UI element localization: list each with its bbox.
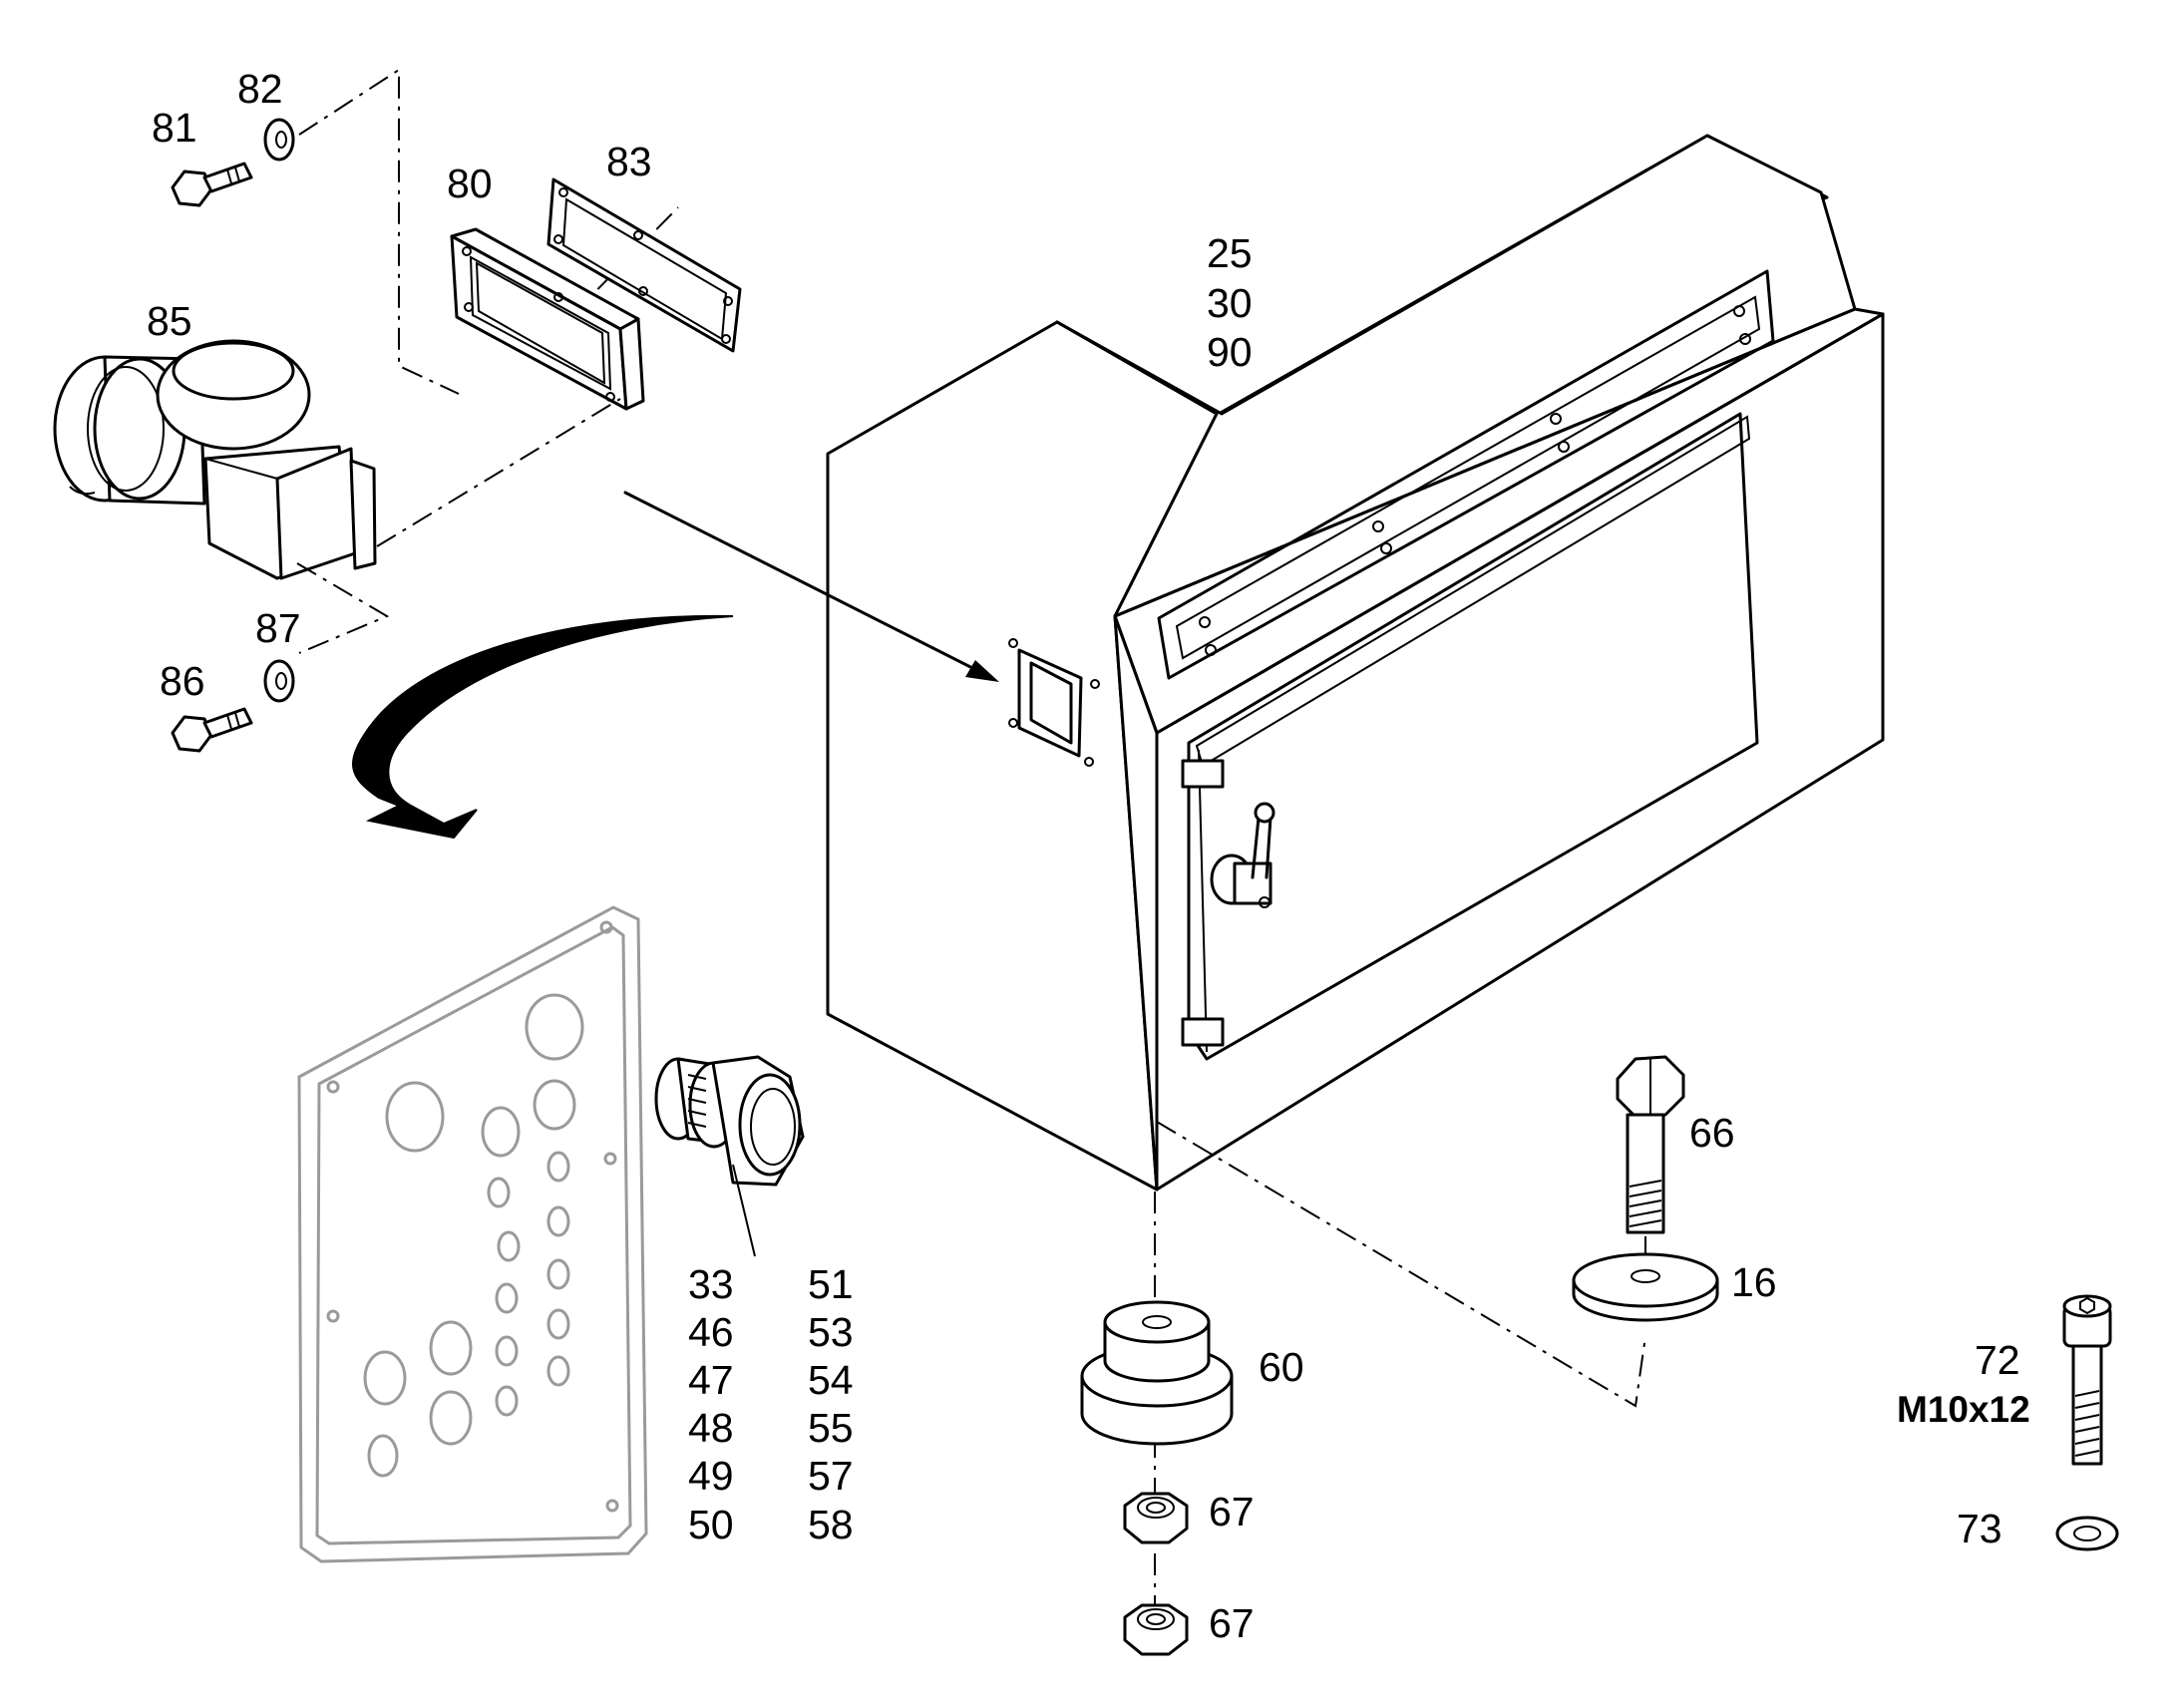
label-col2-0: 51 xyxy=(808,1261,854,1307)
label-col1-2: 47 xyxy=(688,1357,734,1403)
nut-67-upper xyxy=(1123,1492,1189,1544)
door xyxy=(1187,412,1759,1061)
bolt-86 xyxy=(171,707,253,753)
label-col2-1: 53 xyxy=(808,1309,854,1355)
label-col2-5: 58 xyxy=(808,1502,854,1547)
washer-16 xyxy=(1572,1252,1719,1322)
label-80: 80 xyxy=(447,161,493,206)
label-90: 90 xyxy=(1207,329,1253,375)
label-col2-3: 55 xyxy=(808,1405,854,1451)
washer-73 xyxy=(2055,1516,2119,1551)
label-m10x12: M10x12 xyxy=(1897,1389,2030,1430)
bolt-81 xyxy=(171,162,253,207)
label-25: 25 xyxy=(1207,230,1253,276)
label-85: 85 xyxy=(147,298,192,344)
label-16: 16 xyxy=(1731,1259,1777,1305)
cable-entry-opening xyxy=(1008,638,1100,767)
bolt-66 xyxy=(1616,1055,1685,1234)
label-83: 83 xyxy=(606,139,652,184)
frame-80 xyxy=(450,227,645,411)
assembly-line-82 xyxy=(298,68,460,395)
plug-connector-85 xyxy=(53,339,377,580)
label-67-upper: 67 xyxy=(1209,1489,1255,1535)
label-81: 81 xyxy=(152,105,197,151)
label-86: 86 xyxy=(160,658,205,704)
cabinet-top xyxy=(1055,134,1857,618)
label-col1-1: 46 xyxy=(688,1309,734,1355)
gasket-83 xyxy=(546,177,742,353)
door-hinge-top xyxy=(1181,759,1225,789)
label-87: 87 xyxy=(255,605,301,651)
rubber-foot-60 xyxy=(1080,1300,1234,1446)
assembly-line-86 xyxy=(296,562,390,654)
label-col1-4: 49 xyxy=(688,1453,734,1499)
label-72: 72 xyxy=(1975,1337,2020,1383)
label-col2-2: 54 xyxy=(808,1357,854,1403)
curved-view-arrow xyxy=(352,614,734,840)
assembly-line-16 xyxy=(1156,1121,1646,1408)
washer-87 xyxy=(263,659,295,703)
gland-leader xyxy=(732,1164,756,1257)
label-73: 73 xyxy=(1957,1506,2002,1551)
label-66: 66 xyxy=(1689,1110,1735,1156)
door-hinge-bottom xyxy=(1181,1017,1225,1047)
gland-plate xyxy=(297,905,648,1563)
washer-82 xyxy=(263,118,295,162)
part-labels: 81 82 80 83 85 87 86 25 30 90 66 16 60 6… xyxy=(147,66,2030,1646)
label-60: 60 xyxy=(1259,1344,1304,1390)
label-col1-0: 33 xyxy=(688,1261,734,1307)
assembly-line-85 xyxy=(376,398,621,547)
label-col1-5: 50 xyxy=(688,1502,734,1547)
leader-arrow-head xyxy=(965,660,999,682)
label-82: 82 xyxy=(237,66,283,112)
vent-strip xyxy=(1157,269,1775,680)
screw-72 xyxy=(2062,1294,2112,1466)
door-handle xyxy=(1210,802,1275,908)
assembly-line-83 xyxy=(567,206,679,320)
label-col2-4: 57 xyxy=(808,1453,854,1499)
cabinet xyxy=(826,134,1885,1192)
label-col1-3: 48 xyxy=(688,1405,734,1451)
nut-67-lower xyxy=(1123,1603,1189,1656)
label-67-lower: 67 xyxy=(1209,1600,1255,1646)
label-30: 30 xyxy=(1207,280,1253,326)
leader-arrow-line xyxy=(623,491,994,680)
cable-gland xyxy=(654,1055,805,1187)
